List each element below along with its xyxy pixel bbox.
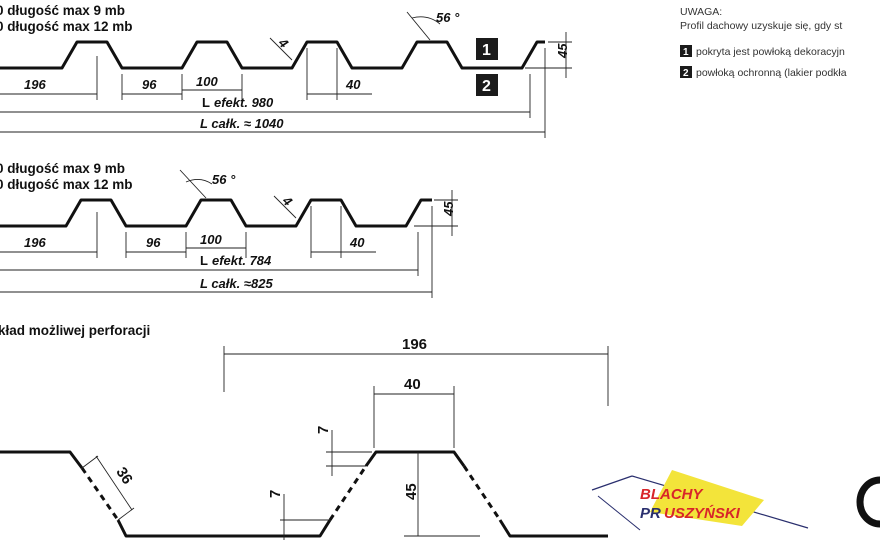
profile-2-dim-100: 100 — [200, 232, 222, 247]
perforation-dim-36: 36 — [112, 464, 135, 487]
profile-1-thickness: 4 — [275, 34, 292, 51]
profile-1-dim-40: 40 — [345, 77, 361, 92]
perforation-title: kład możliwej perforacji — [0, 323, 150, 338]
perforation-web-1 — [80, 467, 120, 521]
perforation-section: kład możliwej perforacji 196 40 36 7 — [0, 323, 609, 540]
perforation-dim-7-top: 7 — [315, 426, 332, 434]
profile-1-box-2-label: 2 — [482, 78, 491, 95]
profile-2-angle: 56 ° — [212, 172, 236, 187]
profile-2-dim-45: 45 — [441, 201, 456, 217]
perforation-dim-7-bottom: 7 — [267, 490, 284, 498]
profile-2-dim-40: 40 — [349, 235, 365, 250]
perforation-dim-40: 40 — [404, 376, 421, 393]
profile-1-l-efekt-value: efekt. 980 — [214, 95, 274, 110]
profile-2-length-9: 0 długość max 9 mb — [0, 161, 125, 176]
profile-1-l-calk: L całk. ≈ 1040 — [200, 116, 284, 131]
profile-2-thickness: 4 — [279, 192, 296, 209]
perforation-web-2 — [328, 465, 368, 521]
profile-1-dim-196: 196 — [24, 77, 46, 92]
profile-1: 0 długość max 9 mb 0 długość max 12 mb 5… — [0, 3, 572, 138]
profile-1-length-12: 0 długość max 12 mb — [0, 19, 133, 34]
notes-item-1-box-label: 1 — [683, 47, 689, 58]
profile-2-angle-arc — [185, 179, 213, 185]
profile-1-angle-arc — [411, 16, 441, 25]
notes-item-2-box-label: 2 — [683, 68, 689, 79]
profile-2-length-12: 0 długość max 12 mb — [0, 177, 133, 192]
profile-2-l-efekt-label: L — [200, 253, 208, 268]
notes-item-2-text: powłoką ochronną (lakier podkła — [696, 67, 847, 79]
profile-1-l-efekt-label: L — [202, 95, 210, 110]
profile-1-dim-100: 100 — [196, 74, 218, 89]
perforation-outline-right — [498, 519, 608, 538]
profile-1-angle: 56 ° — [436, 10, 460, 25]
perforation-outline-bottom — [116, 519, 332, 538]
perforation-dim-196: 196 — [402, 336, 427, 353]
logo-bottom-b: USZYŃSKI — [664, 504, 741, 522]
logo-ring — [856, 476, 880, 528]
profile-1-dim-96: 96 — [142, 77, 157, 92]
profile-1-box-1 — [476, 38, 498, 60]
notes-item-1-text: pokryta jest powłoką dekoracyjn — [696, 46, 845, 58]
profile-2-dim-196: 196 — [24, 235, 46, 250]
profile-2-l-efekt-value: efekt. 784 — [212, 253, 272, 268]
profile-1-dim-45: 45 — [555, 43, 570, 59]
profile-2-outline — [0, 198, 432, 228]
brand-logo: BLACHY PR USZYŃSKI — [591, 470, 880, 531]
profile-1-outline — [0, 40, 545, 70]
notes-text: Profil dachowy uzyskuje się, gdy st — [680, 20, 842, 32]
logo-bottom-a: PR — [640, 505, 661, 522]
profile-2: 0 długość max 9 mb 0 długość max 12 mb 5… — [0, 161, 458, 298]
profile-1-length-9: 0 długość max 9 mb — [0, 3, 125, 18]
notes-heading: UWAGA: — [680, 6, 722, 18]
perforation-dim-45: 45 — [403, 483, 420, 500]
logo-yellow-shape — [650, 470, 764, 526]
notes-item-1-box — [680, 45, 692, 57]
logo-top: BLACHY — [640, 486, 704, 503]
profile-2-dim-96: 96 — [146, 235, 161, 250]
perforation-outline-top — [364, 450, 466, 467]
notes-panel: UWAGA: Profil dachowy uzyskuje się, gdy … — [680, 6, 847, 79]
notes-item-2-box — [680, 66, 692, 78]
profile-1-box-1-label: 1 — [482, 42, 491, 59]
profile-2-l-calk: L całk. ≈825 — [200, 276, 273, 291]
perforation-outline-left — [0, 450, 84, 469]
perforation-web-3 — [462, 465, 502, 521]
profile-1-box-2 — [476, 74, 498, 96]
